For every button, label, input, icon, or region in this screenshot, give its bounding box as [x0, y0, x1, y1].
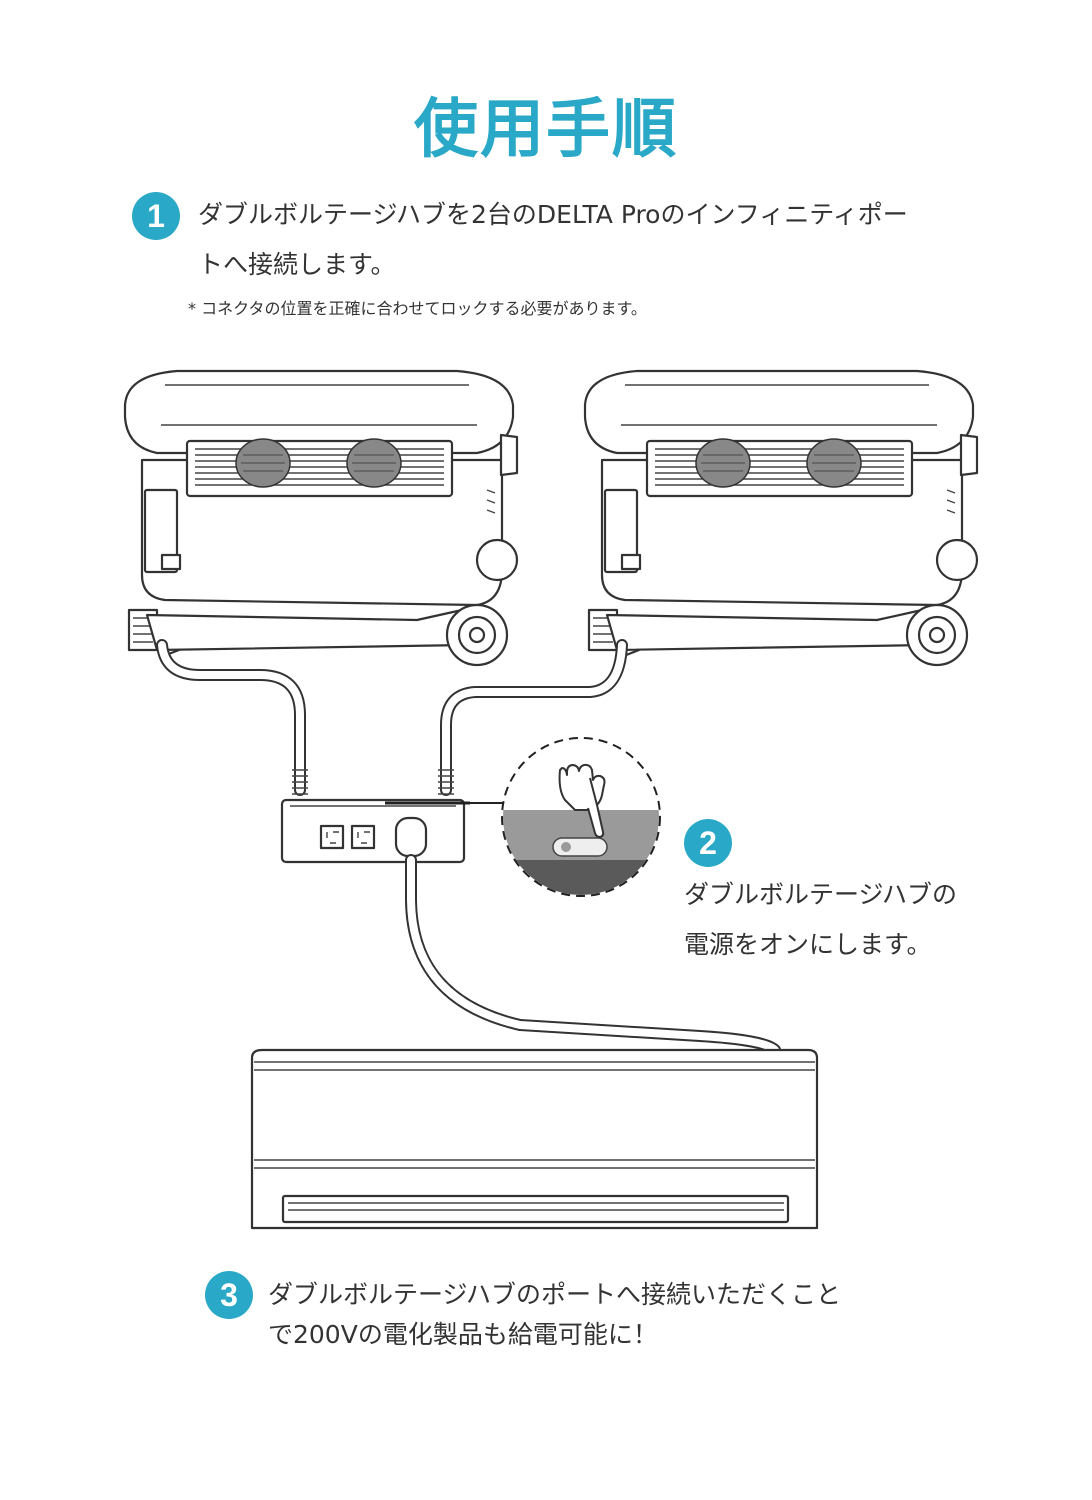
step-1-badge: 1	[132, 192, 180, 240]
step-2-badge: 2	[684, 819, 732, 867]
hub-outlet-1	[319, 824, 345, 850]
delta-pro-unit-left	[123, 369, 519, 667]
cable-to-appliance	[405, 854, 781, 1056]
step-3-badge: 3	[205, 1271, 253, 1319]
step-1-text-line1: ダブルボルテージハブを2台のDELTA Proのインフィニティポー	[198, 200, 908, 229]
step-2-text-line2: 電源をオンにします。	[684, 930, 932, 959]
step-2-text-line1: ダブルボルテージハブの	[684, 880, 958, 909]
cable-left	[156, 639, 306, 796]
cable-right	[440, 639, 628, 796]
step-1-note: * コネクタの位置を正確に合わせてロックする必要があります。	[188, 299, 647, 318]
double-voltage-hub	[280, 798, 470, 864]
step-3-text-line2: で200Vの電化製品も給電可能に！	[268, 1320, 658, 1349]
power-button-zoom	[501, 737, 661, 897]
step-3-text-line1: ダブルボルテージハブのポートへ接続いただくこと	[268, 1280, 842, 1309]
pointing-hand-icon	[558, 763, 606, 838]
delta-pro-unit-right	[583, 369, 979, 667]
hub-outlet-2	[350, 824, 376, 850]
page-title: 使用手順	[414, 93, 678, 167]
200v-appliance	[250, 1048, 819, 1230]
step-1-text-line2: トへ接続します。	[198, 250, 396, 279]
